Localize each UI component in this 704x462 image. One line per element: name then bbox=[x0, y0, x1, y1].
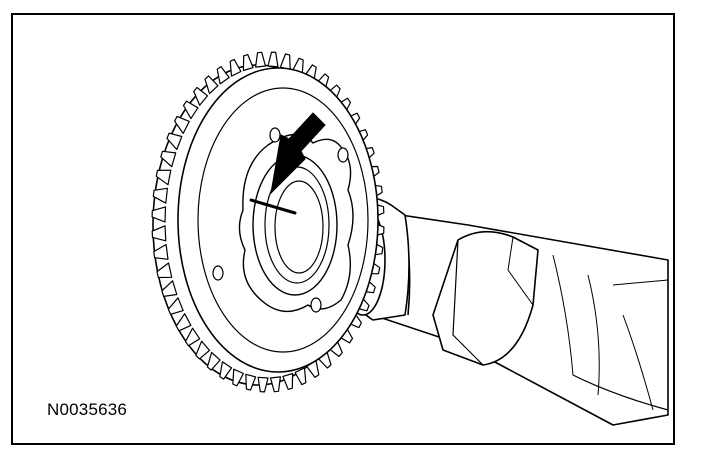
gear-tooth bbox=[161, 280, 178, 297]
gear-tooth bbox=[184, 327, 201, 347]
gear-tooth bbox=[151, 225, 167, 242]
figure-id-label: N0035636 bbox=[47, 400, 128, 419]
camshaft-sprocket-icon bbox=[151, 51, 385, 393]
gear-tooth bbox=[175, 313, 192, 332]
gear-tooth bbox=[206, 351, 221, 371]
gear-tooth bbox=[193, 86, 209, 106]
gear-tooth bbox=[269, 376, 281, 393]
gear-tooth bbox=[257, 376, 269, 393]
arrow-icon bbox=[270, 112, 326, 195]
gear-tooth bbox=[151, 206, 167, 223]
gear-tooth bbox=[204, 75, 219, 95]
gear-tooth bbox=[153, 243, 169, 260]
gear-tooth bbox=[219, 361, 233, 380]
figure-frame: N0035636 bbox=[11, 13, 675, 445]
gear-tooth bbox=[174, 115, 190, 135]
gear-tooth bbox=[216, 65, 230, 85]
gear-tooth bbox=[166, 132, 183, 151]
gear-tooth bbox=[245, 373, 257, 391]
gear-tooth bbox=[282, 372, 294, 390]
gear-tooth bbox=[152, 187, 168, 204]
gear-tooth bbox=[242, 53, 254, 72]
gear-tooth bbox=[255, 51, 267, 68]
gear-tooth bbox=[182, 100, 199, 120]
camshaft-sprocket-diagram bbox=[151, 51, 669, 426]
gear-tooth bbox=[195, 340, 211, 360]
gear-tooth bbox=[267, 51, 279, 68]
gear-tooth bbox=[229, 58, 242, 77]
gear-tooth bbox=[294, 367, 307, 386]
gear-tooth bbox=[167, 297, 184, 315]
gear-tooth bbox=[155, 169, 172, 186]
gear-tooth bbox=[156, 262, 173, 279]
gear-tooth bbox=[232, 368, 244, 387]
gear-tooth bbox=[160, 150, 177, 168]
